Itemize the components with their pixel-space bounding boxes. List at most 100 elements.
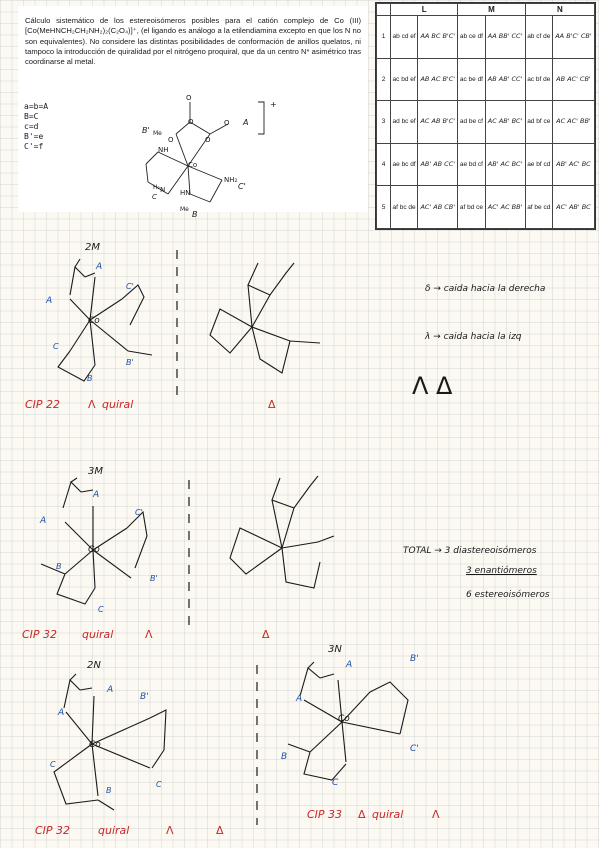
mirror-symbol: Δ (216, 824, 224, 837)
handwritten-cell: AC' AB CB' (417, 185, 459, 229)
handwritten-cell: AB AC B'C' (417, 57, 459, 102)
isomer-symbol: Λ (432, 808, 440, 821)
pair-cell: ad be cf (457, 100, 486, 144)
ligand-letter: B' (150, 574, 158, 583)
row-number: 3 (376, 100, 391, 144)
isomer-chirality: quiral (372, 808, 404, 821)
structure-atom: C (152, 193, 157, 201)
pair-cell: ac bd ef (389, 57, 419, 102)
combination-table: L M N 1 ab cd ef AA BC B'C' ab ce df AA … (375, 2, 596, 230)
table-grid: L M N 1 ab cd ef AA BC B'C' ab ce df AA … (376, 3, 596, 229)
row-number: 2 (376, 57, 391, 102)
pair-cell: ad bf ce (524, 100, 553, 144)
mirror-symbol: Δ (268, 398, 276, 411)
table-row: 1 ab cd ef AA BC B'C' ab ce df AA BB' CC… (376, 15, 596, 59)
handwritten-cell: AB' AB CC' (417, 142, 459, 187)
pair-cell: ae bd cf (457, 142, 486, 187)
isomer-label: CIP 32 (35, 824, 71, 837)
legend-item: B=C (24, 112, 39, 121)
ligand-letter: A (346, 660, 353, 670)
structure-atom: A (243, 118, 249, 127)
structure-atom: HN (180, 189, 191, 197)
pair-cell: ac bf de (524, 57, 553, 102)
ligand-letter: B' (126, 358, 134, 367)
handwritten-cell: AC' AC BB' (484, 185, 526, 229)
isomer-3n-drawing (287, 661, 409, 781)
structure-atom: O (224, 119, 230, 127)
isomer-symbol: Λ (166, 824, 174, 837)
handwritten-cell: AB AC' CB' (551, 57, 596, 102)
structure-atom: Me (180, 206, 189, 213)
lambda-note: λ → caida hacia la izq (425, 332, 522, 342)
ligand-letter: B' (140, 692, 149, 702)
handwritten-cell: AC AB' BC' (484, 100, 526, 144)
ligand-letter: A (96, 262, 103, 272)
isomer-2m-mirror-drawing (209, 262, 321, 374)
row-number: 5 (376, 185, 391, 229)
prompt-text: Cálculo sistemático de los estereoisómer… (25, 16, 361, 67)
structure-atom: B' (142, 126, 150, 135)
equivalence-legend: a=b=A B=C c=d B'=e C'=f (24, 102, 48, 152)
ligand-letter: A (40, 516, 47, 526)
ligand-letter: B' (410, 654, 419, 664)
ligand-letter: C' (410, 744, 419, 754)
handwritten-cell: AB' AC BC' (484, 142, 526, 187)
structure-atom: Me (153, 130, 162, 137)
ligand-letter: A (58, 708, 65, 718)
structure-atom: H₂ (153, 184, 160, 191)
ligand-letter: C (98, 605, 104, 614)
pair-cell: ab cf de (524, 15, 553, 59)
isomer-label: CIP 33 (307, 808, 343, 821)
isomer-title: 3M (88, 466, 103, 477)
structure-atom: N (160, 186, 166, 194)
isomer-symbol: Λ (145, 628, 153, 641)
ligand-letter: C (53, 342, 59, 351)
isomer-chirality: quiral (102, 398, 134, 411)
structure-atom: O (188, 118, 194, 126)
isomer-title: 2N (87, 660, 101, 671)
table-row: 5 af bc de AC' AB CB' af bd ce AC' AC BB… (376, 185, 596, 229)
metal-center: Co (89, 740, 101, 750)
isomer-3m-drawing (40, 477, 148, 605)
handwritten-cell: AB AB' CC' (484, 57, 526, 102)
handwritten-cell: AA BB' CC' (484, 15, 526, 59)
table-row: 4 ae bc df AB' AB CC' ae bd cf AB' AC BC… (376, 142, 596, 187)
isomer-mirror-prefix: Δ (358, 808, 366, 821)
ligand-letter: B (106, 786, 112, 795)
legend-item: C'=f (24, 142, 44, 151)
isomer-chirality: quiral (98, 824, 130, 837)
isomer-label: CIP 32 (22, 628, 58, 641)
enantiomer-note: 3 enantiómeros (466, 566, 537, 576)
ligand-letter: A (296, 694, 303, 704)
symbol-sketches: Λ Δ (412, 372, 453, 400)
ligand-letter: A (93, 490, 100, 500)
mirror-line (188, 480, 190, 630)
handwritten-cell: AC AC' BB' (551, 100, 596, 144)
ligand-letter: C' (126, 282, 134, 291)
metal-center: Co (88, 316, 100, 326)
mirror-line (176, 250, 178, 400)
table-header-cell: L (389, 3, 459, 16)
structure-atom: NH₂ (224, 176, 238, 184)
legend-item: B'=e (24, 132, 44, 141)
total-note: TOTAL → 3 diastereoisómeros (403, 546, 537, 556)
isomer-2n-drawing (53, 673, 167, 811)
delta-note: δ → caida hacia la derecha (425, 284, 546, 294)
ligand-letter: A (46, 296, 53, 306)
metal-center: Co (338, 714, 350, 724)
pair-cell: ab ce df (457, 15, 486, 59)
ligand-letter: C' (135, 508, 143, 517)
handwritten-cell: AA BC B'C' (417, 15, 459, 59)
pair-cell: af bc de (389, 185, 419, 229)
structure-atom: NH (158, 146, 169, 154)
legend-item: a=b=A (24, 102, 49, 111)
table-header-row: L M N (376, 3, 596, 16)
prompt-box: Cálculo sistemático de los estereoisómer… (18, 6, 368, 219)
isomer-title: 2M (85, 242, 100, 253)
metal-center: Co (88, 545, 100, 555)
ligand-letter: B (56, 562, 62, 571)
handwritten-cell: AC AB B'C' (417, 100, 459, 144)
mirror-line (256, 665, 258, 825)
mirror-symbol: Δ (262, 628, 270, 641)
structure-atom: Co (188, 161, 198, 169)
